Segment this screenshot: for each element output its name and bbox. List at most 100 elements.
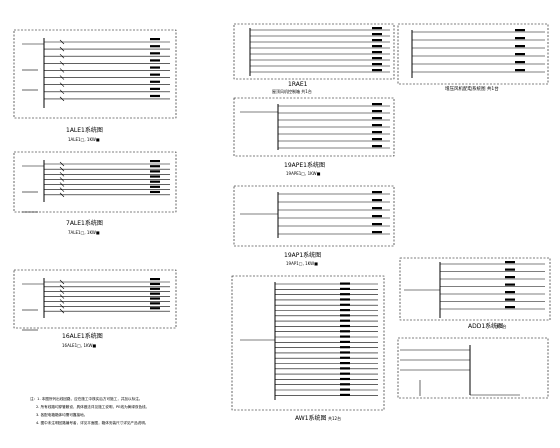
circuit-tag-1ale1	[150, 52, 160, 55]
panel-title-19ap1: 19AP1系统图	[284, 251, 321, 259]
breaker-16ale1	[59, 294, 65, 299]
circuit-tag-1ale1	[150, 94, 160, 98]
circuit-tag-7ale1	[150, 185, 160, 188]
circuit-tag-pressure-fan	[515, 69, 525, 72]
circuit-tag-19ape1	[372, 103, 382, 106]
breaker-16ale1	[59, 279, 65, 285]
panel-title-19ape1: 19APE1系统图	[284, 161, 325, 169]
circuit-tag-1rae1	[372, 33, 382, 36]
circuit-tag-1ale1	[150, 59, 160, 62]
panel-title-add1: ADD1系统图	[468, 322, 503, 330]
breaker-7ale1	[59, 172, 65, 177]
breaker-1ale1	[59, 89, 65, 94]
circuit-tag-pressure-fan	[515, 53, 525, 56]
circuit-tag-19ap1	[372, 215, 382, 218]
breaker-16ale1	[59, 289, 65, 294]
breaker-7ale1	[59, 182, 65, 187]
circuit-tag-19ape1	[372, 117, 382, 120]
circuit-tag-1rae1	[372, 27, 382, 30]
circuit-tag-19ap1	[372, 199, 382, 202]
circuit-tag-7ale1	[150, 180, 160, 183]
circuit-tag-1ale1	[150, 87, 160, 90]
panel-title-pressure-fan: 增压风机配电系统图 共1台	[445, 85, 499, 92]
circuit-tag-aw1	[340, 324, 350, 328]
circuit-tag-19ape1	[372, 131, 382, 134]
circuit-tag-add1	[505, 283, 515, 286]
panel-frame-16ale1	[13, 269, 177, 329]
circuit-tag-16ale1	[150, 307, 160, 310]
circuit-tag-16ale1	[150, 282, 160, 286]
breaker-16ale1	[59, 304, 65, 309]
circuit-tag-7ale1	[150, 190, 160, 194]
breaker-1ale1	[59, 75, 65, 80]
circuit-tag-aw1	[340, 335, 350, 338]
circuit-tag-aw1	[340, 372, 350, 375]
circuit-tag-aw1	[340, 393, 350, 396]
circuit-tag-add1	[505, 298, 515, 301]
circuit-tag-add1	[505, 268, 515, 271]
breaker-7ale1	[59, 192, 65, 198]
panel-frame-7ale1	[13, 151, 177, 213]
circuit-tag-1rae1	[372, 45, 382, 48]
circuit-tag-1rae1	[372, 39, 382, 42]
panel-title-1rae1: 1RAE1	[288, 81, 308, 88]
breaker-7ale1	[59, 177, 65, 182]
circuit-tag-add1	[505, 261, 515, 264]
circuit-tag-1ale1	[150, 73, 160, 76]
panel-subtitle-7ale1: 7ALE1□, 1KW■	[68, 230, 100, 235]
panel-subtitle-add1: 共1台	[496, 323, 507, 329]
circuit-tag-aw1	[340, 303, 350, 306]
schematic-labels	[150, 27, 525, 396]
circuit-tag-19ap1	[372, 191, 382, 194]
circuit-tag-aw1	[340, 356, 350, 359]
circuit-tag-1ale1	[150, 45, 160, 48]
panel-frame-1rae1	[233, 23, 395, 80]
circuit-tag-aw1	[340, 346, 350, 349]
circuit-tag-aw1	[340, 330, 350, 333]
circuit-tag-16ale1	[150, 278, 160, 281]
circuit-tag-19ape1	[372, 124, 382, 127]
circuit-tag-aw1	[340, 293, 350, 296]
circuit-tag-16ale1	[150, 287, 160, 290]
circuit-tag-add1	[505, 306, 515, 309]
circuit-tag-1rae1	[372, 63, 382, 66]
breaker-1ale1	[59, 46, 65, 52]
panel-frame-detail	[397, 337, 549, 399]
circuit-tag-19ap1	[372, 223, 382, 226]
panel-frame-aw1	[231, 275, 385, 411]
circuit-tag-7ale1	[150, 165, 160, 168]
schematic-wiring	[13, 23, 551, 411]
breaker-7ale1	[59, 166, 65, 172]
breaker-16ale1	[59, 299, 65, 304]
panel-subtitle-19ape1: 19APE1□, 1KW■	[286, 171, 321, 176]
panel-subtitle-1ale1: 1ALE1□, 1KW■	[68, 137, 100, 142]
circuit-tag-aw1	[340, 351, 350, 354]
circuit-tag-aw1	[340, 362, 350, 365]
breaker-1ale1	[59, 61, 65, 66]
panel-subtitle-16ale1: 16ALE1□, 1KW■	[62, 343, 96, 348]
circuit-tag-19ap1	[372, 207, 382, 210]
circuit-tag-16ale1	[150, 297, 160, 300]
circuit-tag-add1	[505, 276, 515, 279]
circuit-tag-pressure-fan	[515, 37, 525, 40]
panel-subtitle-19ap1: 19AP1□, 1KW■	[286, 261, 318, 266]
circuit-tag-7ale1	[150, 160, 160, 163]
circuit-tag-19ape1	[372, 110, 382, 113]
circuit-tag-19ap1	[372, 231, 382, 234]
circuit-tag-aw1	[340, 309, 350, 312]
circuit-tag-7ale1	[150, 170, 160, 173]
breaker-1ale1	[59, 39, 65, 45]
circuit-tag-pressure-fan	[515, 61, 525, 64]
circuit-tag-aw1	[340, 298, 350, 301]
breaker-1ale1	[59, 68, 65, 73]
circuit-tag-aw1	[340, 287, 350, 290]
circuit-tag-1ale1	[150, 66, 160, 69]
circuit-tag-pressure-fan	[515, 29, 525, 32]
circuit-tag-aw1	[340, 319, 350, 322]
breaker-16ale1	[59, 308, 65, 314]
breaker-1ale1	[59, 54, 65, 59]
circuit-tag-19ape1	[372, 145, 382, 148]
circuit-tag-add1	[505, 291, 515, 294]
note-line-4: 4. 图中未注明回路编号者，详见平面图，箱体安装尺寸详见产品说明。	[36, 420, 148, 425]
